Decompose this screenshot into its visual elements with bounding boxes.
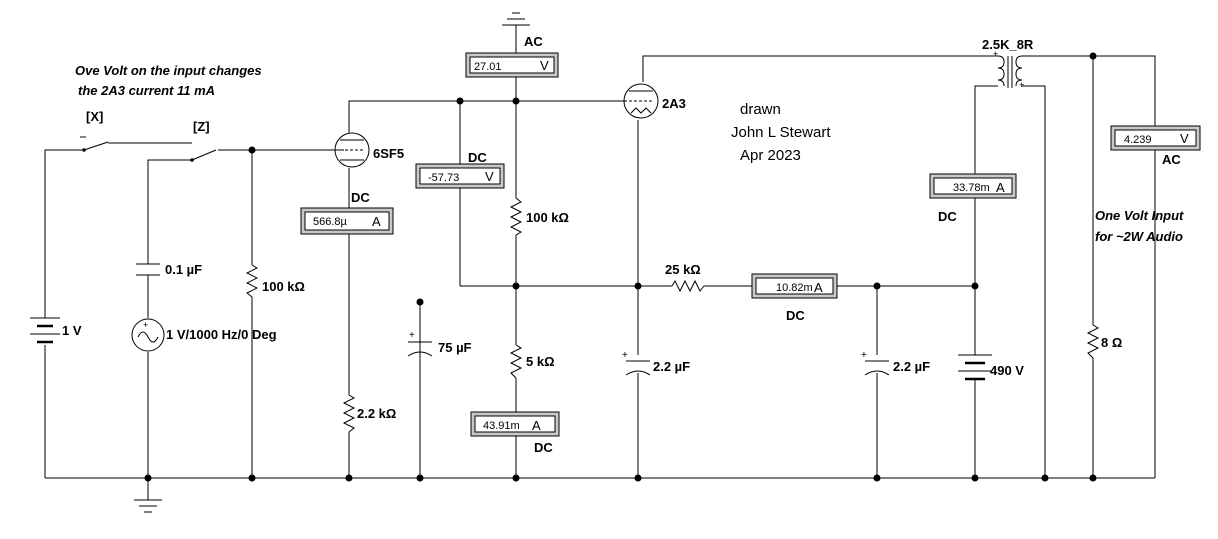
transformer-2-5k-8r: + +: [993, 49, 1024, 90]
capacitor-2a3-label: 2.2 µF: [653, 359, 690, 374]
capacitor-2a3: +: [622, 350, 651, 376]
meter-mode-label: AC: [1162, 152, 1181, 167]
transformer-label: 2.5K_8R: [982, 37, 1034, 52]
overvolt-note-line2: the 2A3 current 11 mA: [78, 83, 215, 98]
resistor-plate-100k: [509, 197, 523, 236]
svg-text:+: +: [622, 350, 628, 361]
meter-unit: A: [372, 214, 381, 229]
svg-text:+: +: [1019, 80, 1024, 90]
resistor-grid-label: 100 kΩ: [262, 279, 305, 294]
meter-value: 33.78m: [953, 182, 990, 194]
meter-mode-label: AC: [524, 34, 543, 49]
resistor-plate-label: 100 kΩ: [526, 210, 569, 225]
resistor-grid-100k: [245, 264, 259, 298]
meter-mode-label: DC: [534, 440, 553, 455]
capacitor-coupling-label: 0.1 µF: [165, 262, 202, 277]
tube-2a3-label: 2A3: [662, 96, 686, 111]
capacitor-filter: +: [861, 350, 890, 376]
meter-5k: 43.91m A: [470, 411, 560, 437]
battery-490v-label: 490 V: [990, 363, 1024, 378]
resistor-cathode-2k2: [342, 394, 356, 433]
overvolt-note-line1: Ove Volt on the input changes: [75, 63, 262, 78]
meter-unit: V: [485, 169, 494, 184]
onevolt-note-line1: One Volt Input: [1095, 208, 1184, 223]
meter-value: 10.82m: [776, 282, 813, 294]
capacitor-75uf: +: [407, 302, 433, 478]
meter-grid-bias: -57.73 V: [415, 163, 505, 189]
capacitor-75uf-label: 75 µF: [438, 340, 472, 355]
capacitor-filter-label: 2.2 µF: [893, 359, 930, 374]
meter-unit: A: [996, 180, 1005, 195]
meter-ac-output: 4.239 V: [1110, 125, 1201, 151]
ground-symbol-top: [502, 12, 530, 26]
meter-value: 43.91m: [483, 420, 520, 432]
svg-text:+: +: [993, 49, 998, 59]
credit-line3: Apr 2023: [740, 147, 801, 164]
capacitor-coupling: [136, 263, 160, 276]
meter-driver-plate: 566.8µ A: [300, 207, 394, 235]
meter-value: 4.239: [1124, 134, 1152, 146]
meter-unit: A: [814, 280, 823, 295]
resistor-load-label: 8 Ω: [1101, 335, 1122, 350]
meter-filter: 10.82m A: [751, 273, 838, 299]
resistor-cathode-label: 2.2 kΩ: [357, 406, 396, 421]
resistor-load-8ohm: [1086, 324, 1100, 359]
meter-value: 27.01: [474, 61, 502, 73]
meter-unit: V: [1180, 131, 1189, 146]
switch-x[interactable]: [80, 136, 109, 152]
credit-line2: John L Stewart: [731, 124, 831, 141]
svg-text:+: +: [409, 330, 415, 341]
switch-x-label: [X]: [86, 109, 103, 124]
meter-ac-top: 27.01 V: [465, 52, 559, 78]
resistor-5k: [509, 344, 523, 379]
battery-1v: [30, 317, 60, 344]
svg-text:+: +: [861, 350, 867, 361]
meter-output-plate: 33.78m A: [929, 173, 1017, 199]
resistor-filter-label: 25 kΩ: [665, 262, 701, 277]
switch-z-label: [Z]: [193, 119, 210, 134]
meter-mode-label: DC: [468, 150, 487, 165]
meter-mode-label: DC: [351, 190, 370, 205]
battery-490v: [958, 354, 992, 384]
meter-value: 566.8µ: [313, 216, 348, 228]
tube-2a3: [623, 83, 659, 119]
tube-6sf5: [334, 132, 370, 168]
ac-source: +: [131, 318, 165, 352]
ground-symbol-bottom: [134, 478, 162, 513]
meter-value: -57.73: [428, 172, 459, 184]
svg-text:+: +: [143, 320, 148, 330]
ac-source-label: 1 V/1000 Hz/0 Deg: [166, 327, 277, 342]
meter-unit: A: [532, 418, 541, 433]
meter-mode-label: DC: [786, 308, 805, 323]
battery-1v-label: 1 V: [62, 323, 82, 338]
resistor-5k-label: 5 kΩ: [526, 354, 555, 369]
switch-z[interactable]: [190, 149, 217, 162]
junctions: [144, 52, 1097, 482]
credit-line1: drawn: [740, 101, 781, 118]
onevolt-note-line2: for ~2W Audio: [1095, 229, 1183, 244]
resistor-filter-25k: [671, 279, 705, 293]
meter-mode-label: DC: [938, 209, 957, 224]
tube-6sf5-label: 6SF5: [373, 146, 404, 161]
meter-unit: V: [540, 58, 549, 73]
